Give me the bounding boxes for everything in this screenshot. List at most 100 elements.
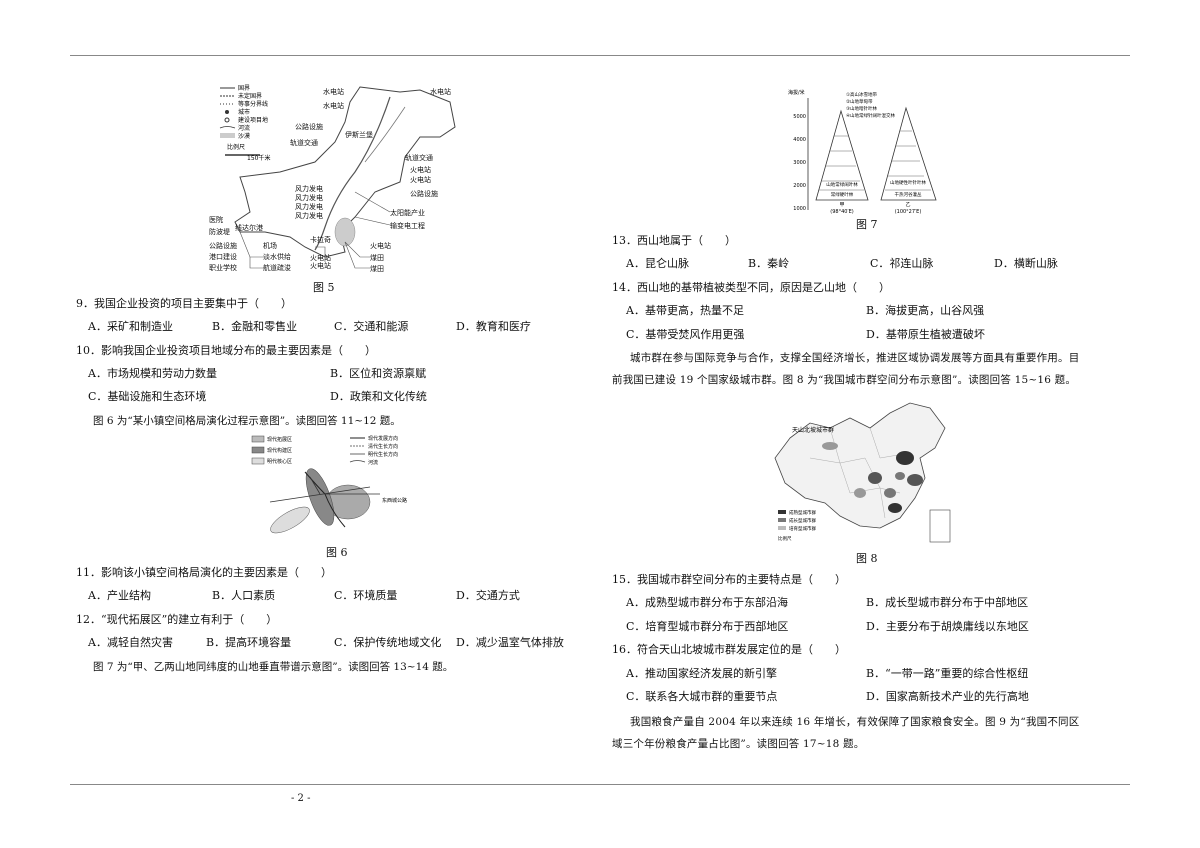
figure-6-caption: 图 6 [326, 546, 348, 559]
question-16-option-b[interactable]: B．“一带一路”重要的综合性枢纽 [866, 667, 1029, 680]
question-15-option-b[interactable]: B．成长型城市群分布于中部地区 [866, 596, 1029, 609]
question-12-option-b[interactable]: B．提高环境容量 [206, 636, 292, 649]
fig5-legend-label: 城市 [238, 108, 250, 116]
fig5-legend-label: 建设项目地 [238, 116, 268, 124]
question-12-option-c[interactable]: C．保护传统地域文化 [334, 636, 442, 649]
question-9-option-c[interactable]: C．交通和能源 [334, 320, 409, 333]
fig8-china-outline [774, 402, 946, 529]
intro-figure-8: 城市群在参与国际竞争与合作，支撑全国经济增长，推进区域协调发展等方面具有重要作用… [612, 352, 1080, 386]
fig6-ming-core-area [270, 506, 310, 534]
fig5-legend: 国界 未定国界 等事分界线 城市 建设项目地 河流 沙漠 比例尺 150千米 [219, 85, 270, 162]
fig5-label: 伊斯兰堡 [345, 130, 373, 139]
fig7-legend-label: ②山地草甸带 [846, 98, 873, 105]
bottom-rule [70, 784, 1130, 785]
fig8-legend-label: 成长型城市群 [789, 517, 816, 524]
question-12-option-d[interactable]: D．减少温室气体排放 [456, 636, 564, 649]
fig5-label: 公路设施 [295, 122, 323, 131]
question-16-option-a[interactable]: A．推动国家经济发展的新引擎 [626, 667, 777, 680]
fig7-left-label: 甲 [839, 202, 844, 208]
fig7-ytick: 1000 [793, 206, 806, 212]
fig5-label: 公路设施 [209, 241, 237, 250]
question-13-option-a[interactable]: A．昆仑山脉 [626, 257, 689, 270]
fig5-label: 港口建设 [209, 252, 237, 261]
question-14-option-a[interactable]: A．基带更高，热量不足 [626, 304, 744, 317]
question-14-stem: 14．西山地的基带植被类型不同，原因是乙山地（ ） [612, 281, 890, 294]
question-11-option-c[interactable]: C．环境质量 [334, 589, 398, 602]
fig5-label: 风力发电 [295, 193, 323, 202]
question-16-stem: 16．符合天山北坡城市群发展定位的是（ ） [612, 643, 846, 656]
fig5-legend-label: 比例尺 [227, 143, 245, 151]
fig5-label: 火电站 [410, 165, 431, 174]
question-15-option-a[interactable]: A．成熟型城市群分布于东部沿海 [626, 596, 788, 609]
question-10-option-c[interactable]: C．基础设施和生态环境 [88, 390, 207, 403]
question-9-option-b[interactable]: B．金融和零售业 [212, 320, 298, 333]
fig5-label: 轨道交通 [405, 153, 433, 162]
fig7-ytick: 3000 [793, 160, 806, 166]
fig5-label: 火电站 [370, 241, 391, 250]
question-15-option-d[interactable]: D．主要分布于胡焕庸线以东地区 [866, 620, 1029, 633]
question-15-option-c[interactable]: C．培育型城市群分布于西部地区 [626, 620, 789, 633]
fig5-label: 煤田 [370, 264, 384, 273]
fig5-label: 风力发电 [295, 211, 323, 220]
fig7-ytick: 2000 [793, 183, 806, 189]
figure-6-diagram: 现代拓展区 现代构建区 明代核心区 现代发展方向 清代生长方向 明代生长方向 河… [251, 435, 407, 534]
fig5-label: 航道疏浚 [263, 263, 291, 272]
question-13-option-d[interactable]: D．横断山脉 [994, 257, 1058, 270]
fig5-legend-label: 未定国界 [238, 92, 262, 100]
fig5-label: 水电站 [430, 87, 451, 96]
fig6-legend-label: 清代生长方向 [368, 443, 398, 450]
fig7-right-coord: (100°27′E) [895, 209, 922, 215]
fig5-label: 水电站 [323, 101, 344, 110]
fig6-legend-label: 明代核心区 [267, 458, 292, 465]
fig5-label: 医院 [209, 215, 223, 224]
question-11-option-b[interactable]: B．人口素质 [212, 589, 276, 602]
fig8-scale: 比例尺 [778, 535, 792, 542]
question-13-stem: 13．西山地属于（ ） [612, 234, 736, 247]
question-10-option-d[interactable]: D．政策和文化传统 [330, 390, 427, 403]
fig5-legend-label: 等事分界线 [238, 100, 268, 108]
question-10-option-b[interactable]: B．区位和资源禀赋 [330, 367, 427, 380]
fig6-legend-label: 河流 [368, 459, 378, 466]
fig7-legend-label: ④山地常绿针阔叶混交林 [846, 112, 896, 119]
fig8-label-top: 天山北坡城市群 [792, 426, 834, 434]
question-14-option-d[interactable]: D．基带原生植被遭破坏 [866, 328, 985, 341]
question-11-option-d[interactable]: D．交通方式 [456, 589, 520, 602]
question-13-option-b[interactable]: B．秦岭 [748, 257, 790, 270]
figure-5-map: 国界 未定国界 等事分界线 城市 建设项目地 河流 沙漠 比例尺 150千米 水… [209, 85, 456, 273]
question-14-option-c[interactable]: C．基带受焚风作用更强 [626, 328, 745, 341]
question-15-stem: 15．我国城市群空间分布的主要特点是（ ） [612, 573, 846, 586]
fig7-legend-label: ①高山冰雪地带 [846, 91, 878, 98]
fig5-label: 职业学校 [209, 263, 237, 272]
fig5-label: 输变电工程 [390, 221, 425, 230]
question-9-option-a[interactable]: A．采矿和制造业 [88, 320, 173, 333]
fig7-mountain-jia [815, 109, 869, 201]
question-10-option-a[interactable]: A．市场规模和劳动力数量 [88, 367, 217, 380]
fig7-legend-label: ③山地暗针叶林 [846, 105, 878, 112]
question-13-option-c[interactable]: C．祁连山脉 [870, 257, 934, 270]
question-9-option-d[interactable]: D．教育和医疗 [456, 320, 531, 333]
fig8-legend-label: 成熟型城市群 [789, 509, 816, 516]
fig7-left-coord: (98°40′E) [830, 209, 853, 215]
fig7-ytick: 5000 [793, 114, 806, 120]
fig7-right-base-label: 山地硬性叶针叶林 [890, 179, 926, 186]
question-14-option-b[interactable]: B．海拔更高，山谷风强 [866, 304, 985, 317]
fig5-label: 轨道交通 [290, 138, 318, 147]
fig6-legend-label: 明代生长方向 [368, 451, 398, 458]
question-11-option-a[interactable]: A．产业结构 [88, 589, 151, 602]
fig5-label: 公路设施 [410, 189, 438, 198]
question-16-option-d[interactable]: D．国家高新技术产业的先行高地 [866, 690, 1029, 703]
question-11-stem: 11．影响该小镇空间格局演化的主要因素是（ ） [76, 566, 332, 579]
fig6-legend-label: 现代拓展区 [267, 436, 292, 443]
question-16-option-c[interactable]: C．联系各大城市群的重要节点 [626, 690, 778, 703]
question-12-option-a[interactable]: A．减轻自然灾害 [88, 636, 173, 649]
fig7-ylabel: 海拔/米 [788, 89, 805, 96]
fig5-label: 风力发电 [295, 184, 323, 193]
fig5-label: 煤田 [370, 253, 384, 262]
fig5-country-outline [234, 86, 456, 258]
fig8-legend-label: 培育型城市群 [789, 525, 816, 532]
fig5-river [314, 96, 391, 251]
fig5-scale: 150千米 [247, 154, 270, 162]
fig5-label: 风力发电 [295, 202, 323, 211]
top-rule [70, 55, 1130, 56]
fig7-ytick: 4000 [793, 137, 806, 143]
